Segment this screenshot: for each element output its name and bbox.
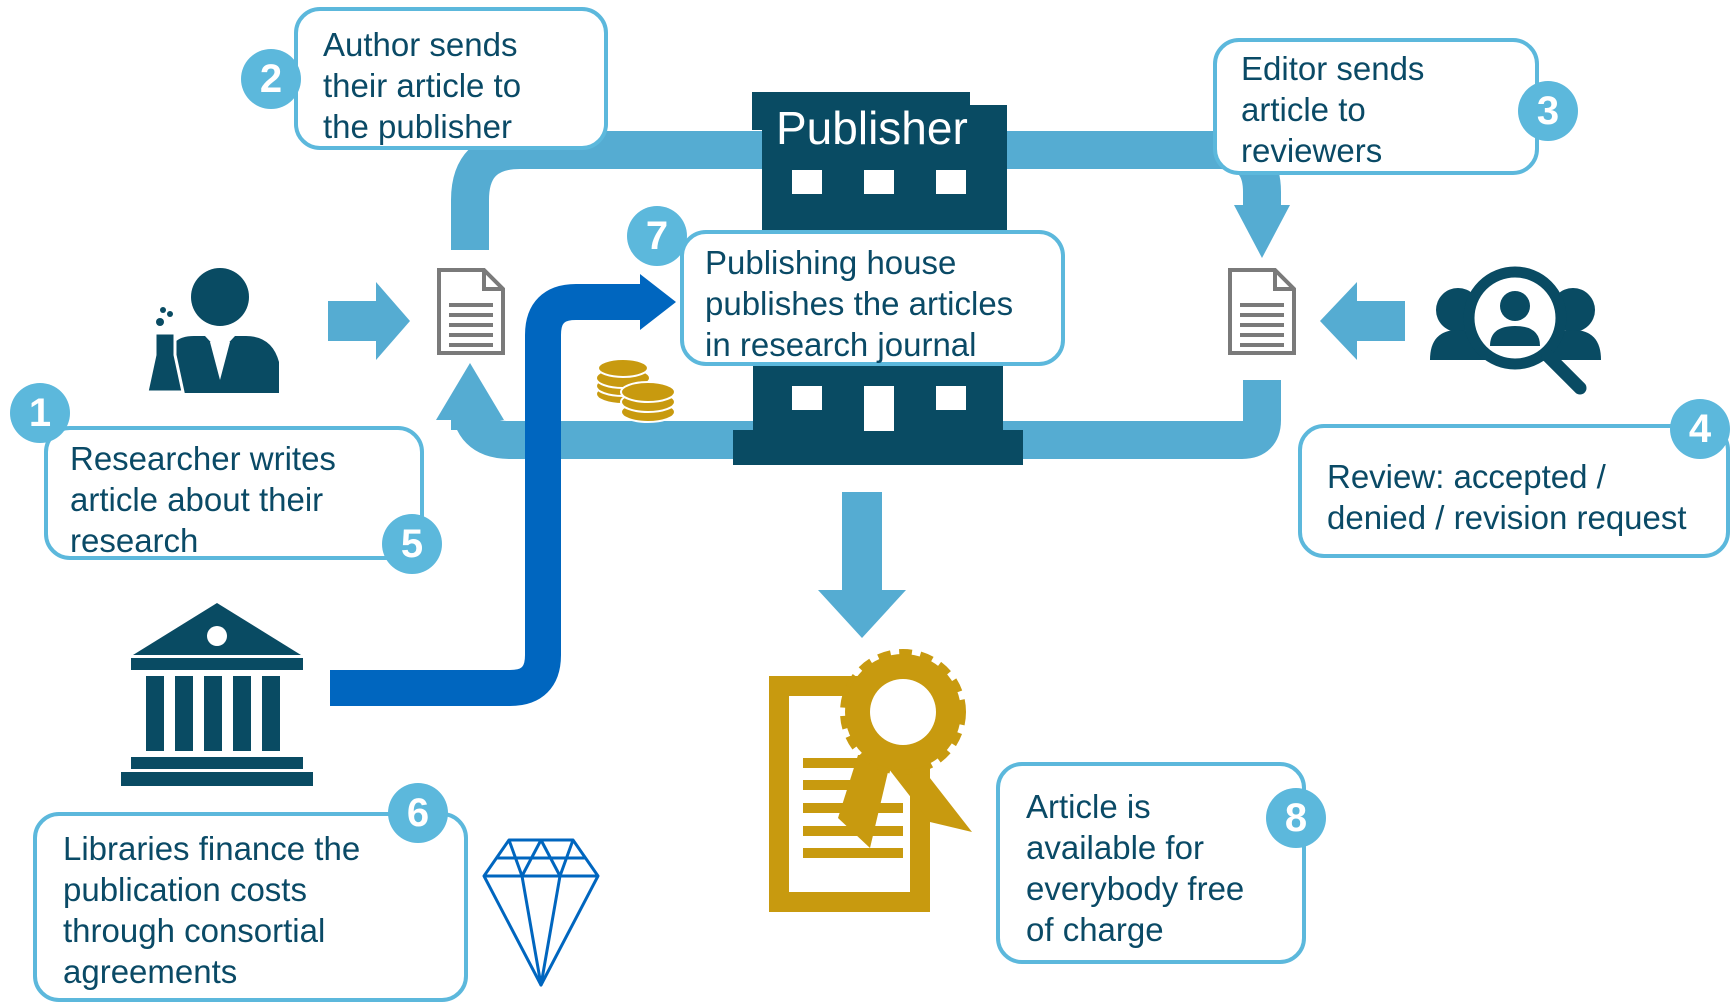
step-8-line: Article is [1026, 788, 1151, 825]
reviewers-icon [1430, 266, 1601, 395]
step-1-line: article about their [70, 481, 324, 518]
publisher-label: Publisher [776, 102, 968, 154]
step-6-line: Libraries finance the [63, 830, 361, 867]
step-5-badge: 5 [382, 514, 442, 574]
finance-flow-arrowhead [640, 274, 676, 330]
step-4-badge: 4 [1670, 399, 1730, 459]
coins-icon [595, 358, 676, 423]
finance-flow-arrow [330, 284, 640, 706]
diamond-icon [482, 838, 600, 987]
step-8-line: available for [1026, 829, 1204, 866]
step-7-badge: 7 [627, 206, 687, 266]
step-8-line: everybody free [1026, 870, 1245, 907]
document-icon [1228, 268, 1296, 355]
step-2-line: Author sends [323, 26, 518, 63]
step-3-line: Editor sends [1241, 50, 1425, 87]
arrow-researcher-to-doc [328, 282, 410, 360]
step-8-line: of charge [1026, 911, 1164, 948]
document-icon [437, 268, 505, 355]
step-4-box: Review: accepted / denied / revision req… [1298, 424, 1730, 558]
step-1-line: research [70, 522, 199, 559]
step-4-line: Review: accepted / [1327, 458, 1606, 495]
step-2-line: the publisher [323, 108, 512, 145]
step-3-line: article to [1241, 91, 1366, 128]
step-3-box: Editor sends article to reviewers [1213, 38, 1539, 175]
step-3-badge: 3 [1518, 81, 1578, 141]
step-1-line: Researcher writes [70, 440, 336, 477]
researcher-icon [145, 268, 279, 394]
publisher-building-icon [733, 92, 1023, 465]
step-3-line: reviewers [1241, 132, 1383, 169]
step-6-line: publication costs [63, 871, 307, 908]
arrow-down-to-certificate [818, 492, 906, 638]
step-6-line: through consortial [63, 912, 326, 949]
arrow-reviewers-to-doc [1320, 282, 1405, 360]
step-1-box: Researcher writes article about their re… [44, 426, 424, 560]
step-7-line: Publishing house [705, 244, 957, 281]
step-6-badge: 6 [388, 783, 448, 843]
arrow-to-reviewer-doc [1234, 205, 1290, 258]
library-icon [121, 603, 313, 786]
step-2-badge: 2 [241, 49, 301, 109]
arrow-up-to-author-doc [436, 363, 504, 420]
step-8-box: Article is available for everybody free … [996, 762, 1306, 964]
step-6-line: agreements [63, 953, 238, 990]
step-8-badge: 8 [1266, 788, 1326, 848]
step-2-box: Author sends their article to the publis… [294, 7, 608, 150]
certificate-icon [769, 649, 972, 912]
step-4-line: denied / revision request [1327, 499, 1687, 536]
step-7-box: Publishing house publishes the articles … [680, 230, 1065, 366]
step-2-line: their article to [323, 67, 522, 104]
step-1-badge: 1 [10, 383, 70, 443]
step-7-line: publishes the articles [705, 285, 1014, 322]
step-6-box: Libraries finance the publication costs … [33, 812, 468, 1002]
step-7-line: in research journal [705, 326, 977, 363]
